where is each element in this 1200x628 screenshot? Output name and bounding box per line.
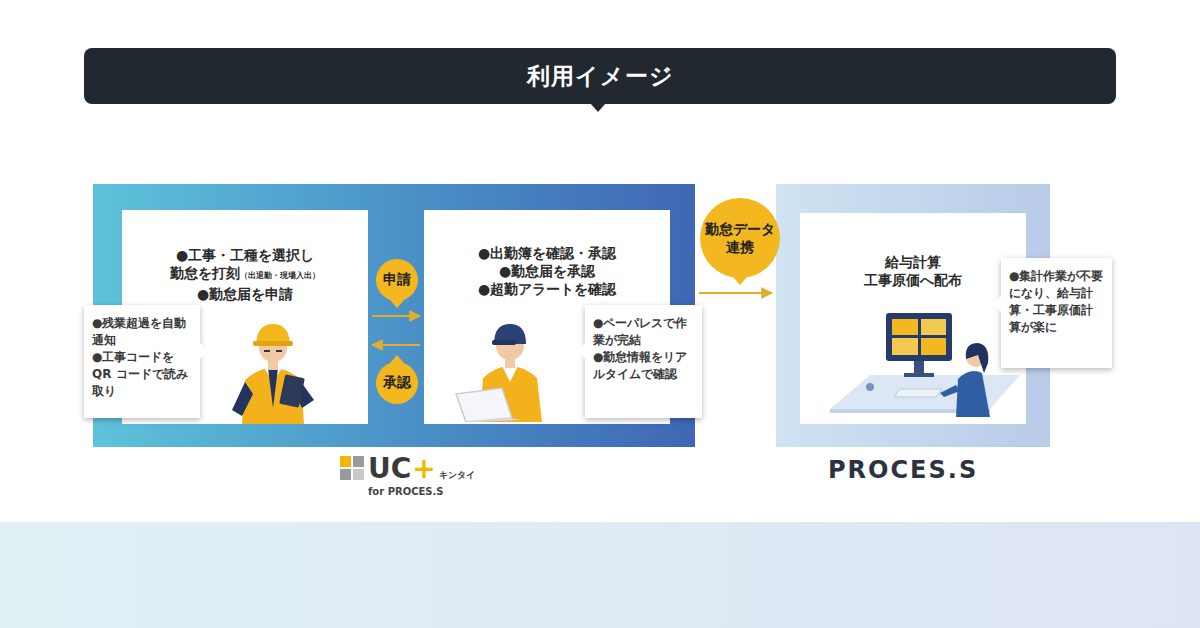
callout-text: ●勤怠情報をリアルタイムで確認 xyxy=(593,349,694,383)
office-illustration xyxy=(830,313,1020,417)
box-text: ●勤怠届を申請 xyxy=(122,285,368,303)
worker-illustration xyxy=(218,308,328,424)
manager-figure xyxy=(492,340,516,345)
connector-arrow xyxy=(372,344,420,346)
box-text: ●出勤簿を確認・承認 xyxy=(424,244,670,262)
product-logo: PROCES.S xyxy=(828,456,978,484)
edge-label: 勤怠データ連携 xyxy=(700,198,780,278)
manager-figure xyxy=(502,366,518,382)
manager-illustration xyxy=(450,306,560,422)
worker-figure xyxy=(232,382,253,416)
office-scene xyxy=(921,338,946,355)
office-scene xyxy=(894,389,942,397)
office-scene xyxy=(904,373,934,377)
office-scene xyxy=(830,313,1020,417)
office-scene xyxy=(956,371,990,417)
box-text: 給与計算 工事原価へ配布 xyxy=(861,253,965,289)
box-text: ●超勤アラートを確認 xyxy=(424,280,670,298)
logo-mark xyxy=(340,456,364,480)
title-pointer xyxy=(590,103,606,112)
logo-mark xyxy=(340,456,351,467)
edge-label: 申請 xyxy=(376,259,418,301)
callout-box: ●残業超過を自動通知●工事コードをQR コードで読み取り xyxy=(84,305,200,418)
worker-figure xyxy=(232,324,314,424)
office-scene xyxy=(830,375,1020,409)
product-logo: UC+ キンタイ for PROCES.S xyxy=(368,454,475,497)
box-text: 勤怠を打刻 xyxy=(170,265,240,281)
office-scene xyxy=(914,361,924,373)
office-scene xyxy=(921,319,946,335)
office-scene xyxy=(892,338,918,355)
box-text: ●勤怠届を承認 xyxy=(424,262,670,280)
logo-mark xyxy=(340,469,351,480)
logo-plus: + xyxy=(412,454,435,484)
box-note: （出退勤・現場入出） xyxy=(240,271,320,280)
worker-figure xyxy=(253,341,293,346)
office-scene xyxy=(892,319,918,335)
logo-mark xyxy=(353,456,364,467)
worker-figure xyxy=(268,368,278,408)
callout-box: ●集計作業が不要になり、給与計算・工事原価計算が楽に xyxy=(1001,258,1112,368)
office-scene xyxy=(940,385,960,397)
bottom-band xyxy=(0,522,1200,628)
callout-text: ●ペーパレスで作業が完結 xyxy=(593,315,694,349)
logo-text: PROCES.S xyxy=(828,456,978,484)
office-scene xyxy=(886,313,952,361)
text-group: 給与計算 工事原価へ配布 xyxy=(800,213,1026,289)
box-text: ●工事・工種を選択し xyxy=(122,246,368,264)
callout-text: ●残業超過を自動通知 xyxy=(92,315,192,349)
office-scene xyxy=(866,383,874,391)
connector-arrow xyxy=(372,315,420,317)
worker-figure xyxy=(264,350,282,352)
box-text-line: 勤怠を打刻（出退勤・現場入出） xyxy=(122,264,368,285)
callout-text: ●集計作業が不要になり、給与計算・工事原価計算が楽に xyxy=(1009,268,1104,336)
logo-subtext: キンタイ xyxy=(439,469,475,482)
manager-figure xyxy=(456,324,542,422)
text-group: ●出勤簿を確認・承認●勤怠届を承認●超勤アラートを確認 xyxy=(424,210,670,298)
logo-text: UC xyxy=(368,454,411,484)
logo-mark xyxy=(353,469,364,480)
office-scene xyxy=(966,343,989,373)
title-bar: 利用イメージ xyxy=(84,48,1116,104)
connector-arrow xyxy=(699,292,772,294)
text-group: ●工事・工種を選択し勤怠を打刻（出退勤・現場入出）●勤怠届を申請 xyxy=(122,210,368,303)
title-text: 利用イメージ xyxy=(527,61,674,92)
callout-box: ●ペーパレスで作業が完結●勤怠情報をリアルタイムで確認 xyxy=(585,305,702,418)
callout-text: ●工事コードをQR コードで読み取り xyxy=(92,349,192,400)
manager-figure xyxy=(456,388,512,422)
edge-label: 承認 xyxy=(376,362,418,404)
logo-subtext: for PROCES.S xyxy=(368,486,475,497)
process-box: 給与計算 工事原価へ配布 xyxy=(800,213,1026,424)
worker-figure xyxy=(279,374,305,408)
logo-row: UC+ キンタイ xyxy=(368,454,475,484)
manager-figure xyxy=(466,418,520,422)
